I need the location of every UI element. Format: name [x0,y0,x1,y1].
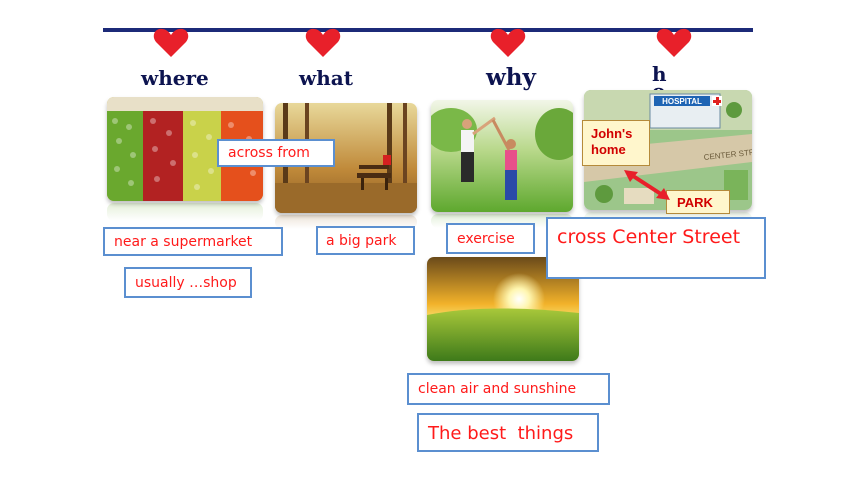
heading-where: where [141,66,209,90]
usually-shop-label: usually …shop [124,267,252,298]
heart-icon [656,28,692,57]
big-park-label: a big park [316,226,415,255]
photo-reflection [275,215,417,229]
hospital-sign: HOSPITAL [662,97,702,106]
park-label: PARK [666,190,730,214]
heading-why: why [486,64,536,91]
across-from-label: across from [217,139,335,167]
park-bench-photo [275,103,417,213]
heart-icon [305,28,341,57]
photo-reflection [107,203,263,221]
near-supermarket-label: near a supermarket [103,227,283,256]
timeline-bar [103,28,753,32]
exercise-photo [431,100,573,212]
best-things-label: The best things [417,413,599,452]
route-arrow-icon [624,170,670,200]
heart-icon [490,28,526,57]
exercise-label: exercise [446,223,535,254]
supermarket-fruit-photo [107,97,263,201]
johns-home-label: John's home [582,120,650,166]
heart-icon [153,28,189,57]
clean-air-label: clean air and sunshine [407,373,610,405]
cross-street-label: cross Center Street [546,217,766,279]
heading-what: what [299,66,353,90]
